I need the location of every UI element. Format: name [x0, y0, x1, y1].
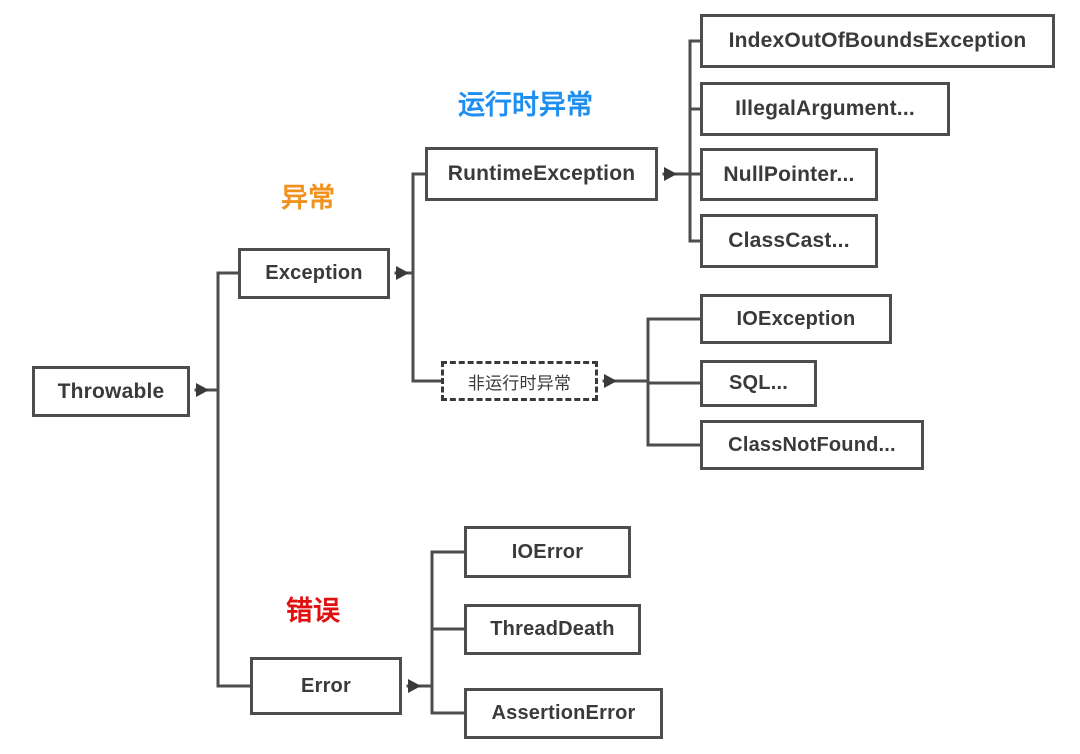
- node-null-pointer-exception[interactable]: NullPointer...: [700, 148, 878, 201]
- node-exception-label: Exception: [265, 262, 363, 284]
- node-exception[interactable]: Exception: [238, 248, 390, 299]
- node-thread-death-label: ThreadDeath: [490, 618, 615, 640]
- node-thread-death[interactable]: ThreadDeath: [464, 604, 641, 655]
- node-index-out-of-bounds-exception[interactable]: IndexOutOfBoundsException: [700, 14, 1055, 68]
- node-throwable-label: Throwable: [57, 379, 165, 403]
- node-io-error[interactable]: IOError: [464, 526, 631, 578]
- node-sql-exception[interactable]: SQL...: [700, 360, 817, 407]
- caption-runtime-exception: 运行时异常: [458, 90, 593, 121]
- caption-error: 错误: [286, 596, 340, 627]
- node-error-label: Error: [301, 674, 351, 697]
- node-illegal-argument-exception-label: IllegalArgument...: [735, 97, 915, 120]
- node-class-cast-exception-label: ClassCast...: [728, 229, 850, 252]
- node-non-runtime-exception[interactable]: 非运行时异常: [441, 361, 598, 401]
- node-runtime-exception[interactable]: RuntimeException: [425, 147, 658, 201]
- caption-exception: 异常: [281, 183, 335, 214]
- node-class-not-found-exception-label: ClassNotFound...: [728, 433, 896, 456]
- node-non-runtime-exception-label: 非运行时异常: [467, 373, 572, 394]
- node-throwable[interactable]: Throwable: [32, 366, 190, 417]
- node-assertion-error-label: AssertionError: [491, 702, 636, 724]
- node-assertion-error[interactable]: AssertionError: [464, 688, 663, 739]
- node-class-cast-exception[interactable]: ClassCast...: [700, 214, 878, 268]
- node-error[interactable]: Error: [250, 657, 402, 715]
- node-sql-exception-label: SQL...: [729, 372, 788, 394]
- node-io-error-label: IOError: [511, 540, 584, 563]
- node-null-pointer-exception-label: NullPointer...: [723, 162, 855, 186]
- node-io-exception[interactable]: IOException: [700, 294, 892, 344]
- node-io-exception-label: IOException: [736, 307, 856, 330]
- node-index-out-of-bounds-exception-label: IndexOutOfBoundsException: [728, 29, 1027, 52]
- node-class-not-found-exception[interactable]: ClassNotFound...: [700, 420, 924, 470]
- node-runtime-exception-label: RuntimeException: [447, 162, 636, 185]
- node-illegal-argument-exception[interactable]: IllegalArgument...: [700, 82, 950, 136]
